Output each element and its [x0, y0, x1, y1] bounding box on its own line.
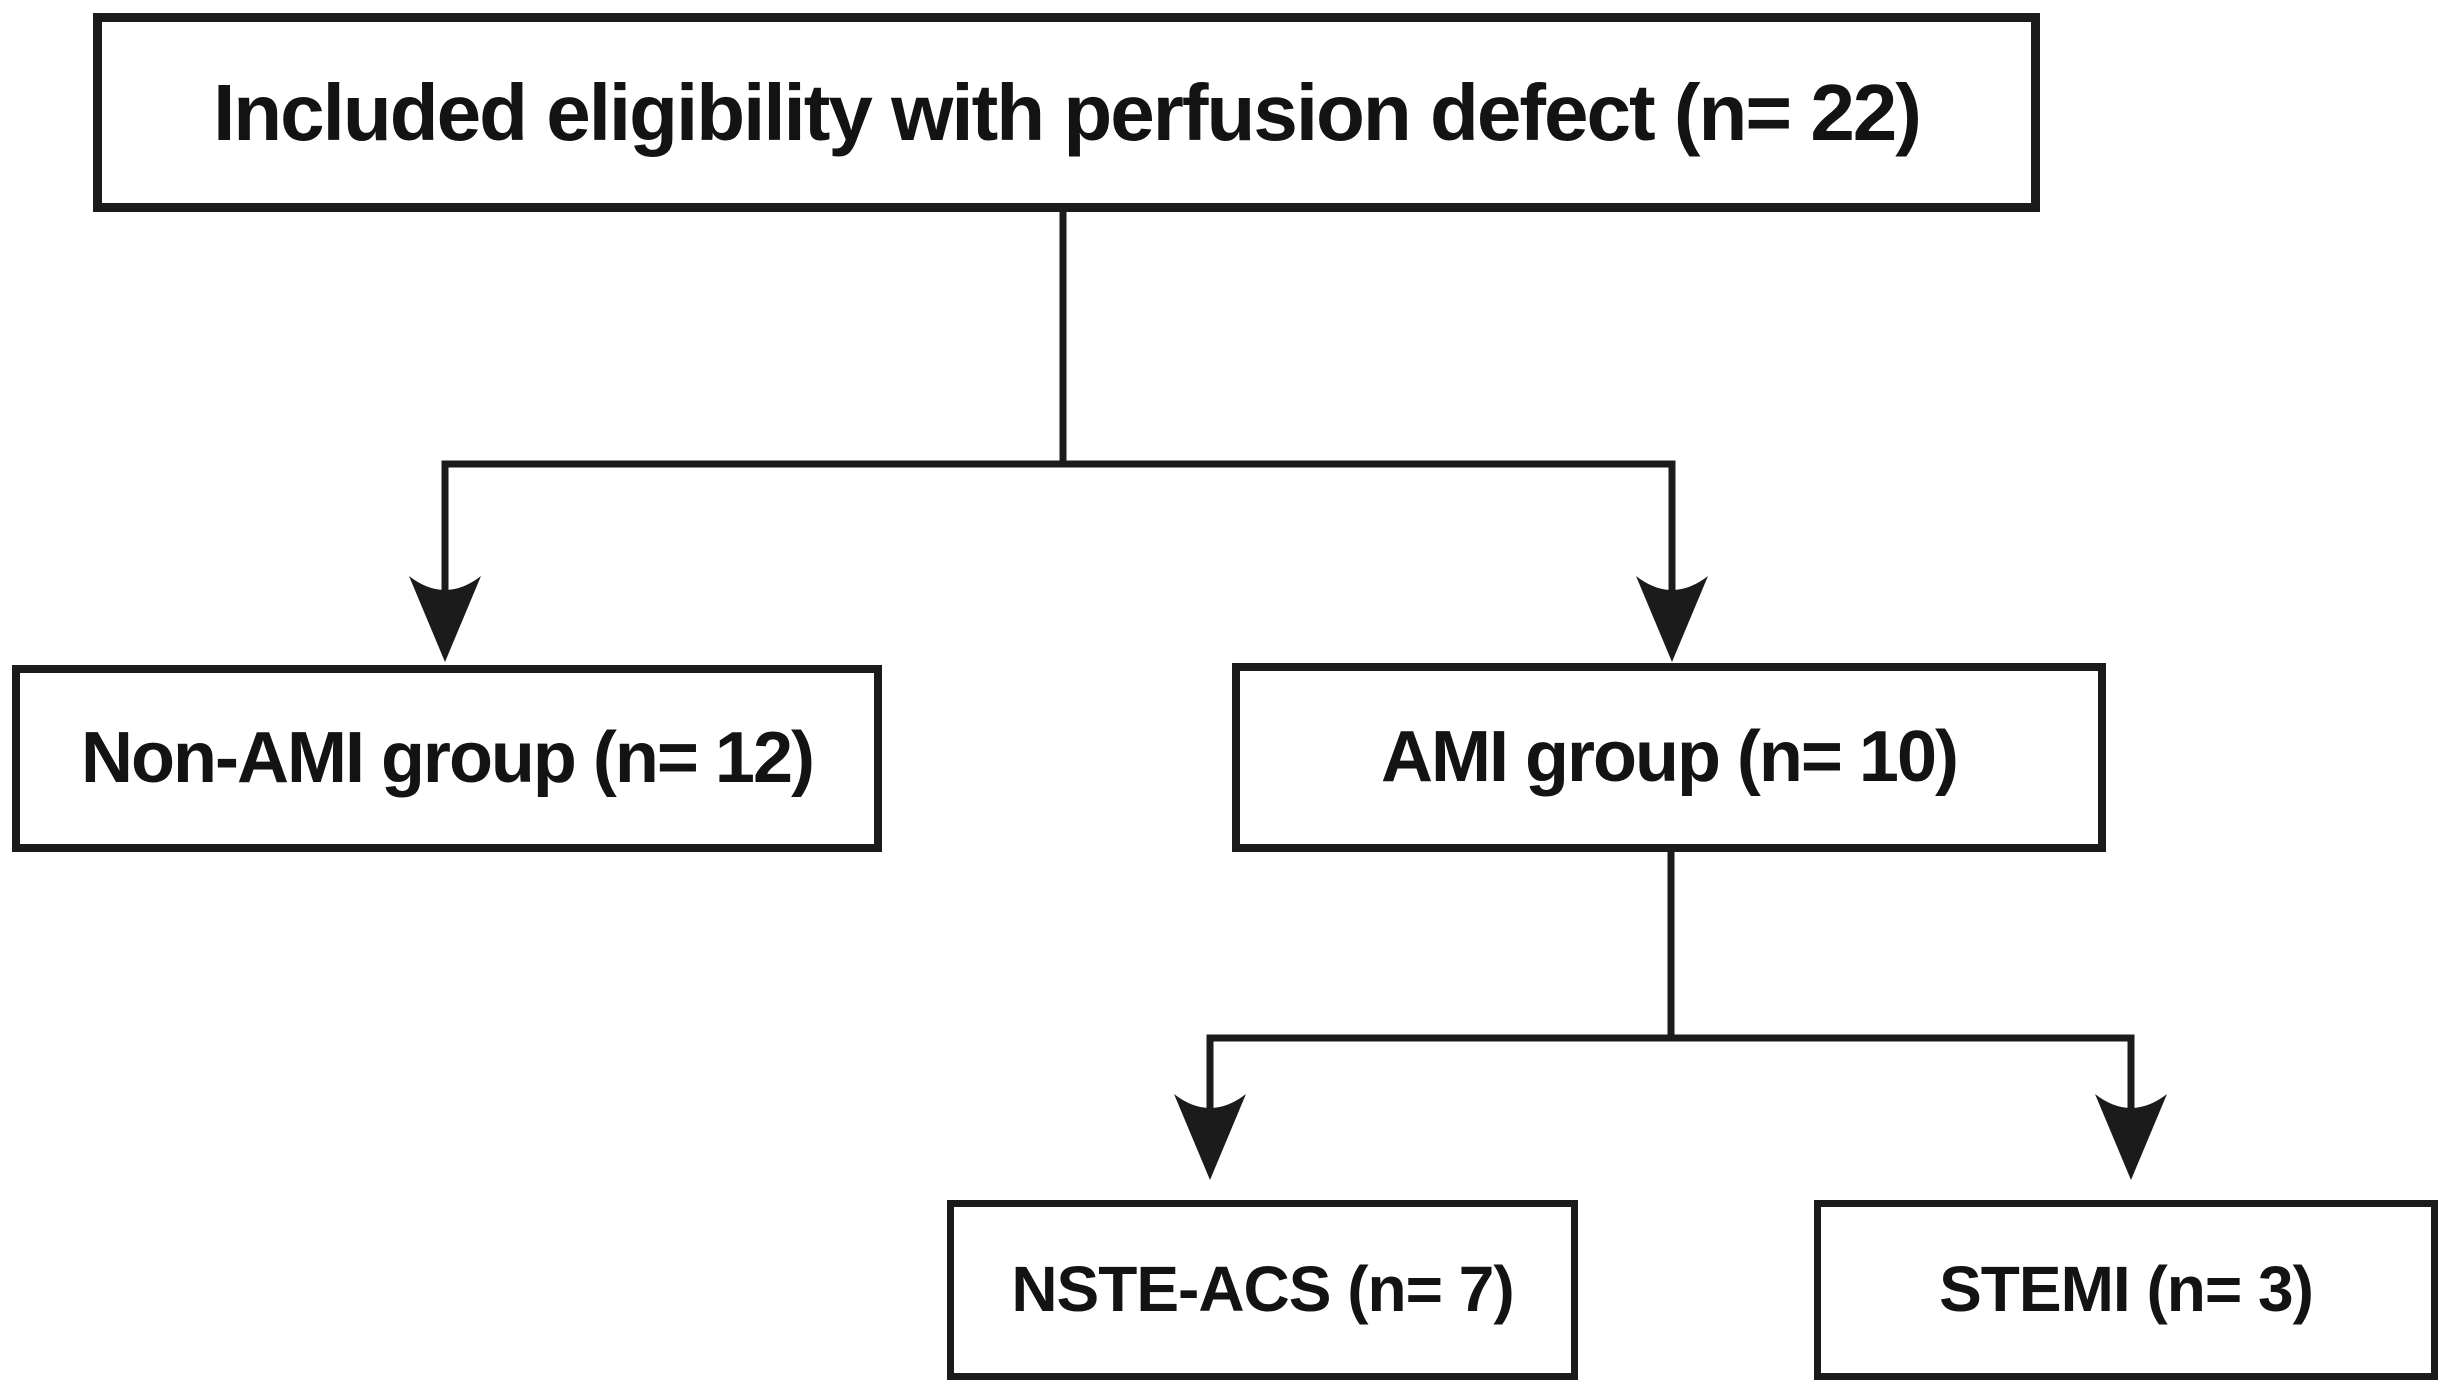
node-stemi-label: STEMI (n= 3) [1939, 1253, 2314, 1326]
arrowhead-to-stemi-icon [2095, 1094, 2167, 1180]
node-ami-group: AMI group (n= 10) [1232, 663, 2106, 852]
node-included-eligibility-label: Included eligibility with perfusion defe… [213, 67, 1922, 157]
node-non-ami-group-label: Non-AMI group (n= 12) [81, 717, 815, 798]
connector-root-branch [441, 460, 1676, 606]
node-ami-group-label: AMI group (n= 10) [1381, 716, 1959, 797]
node-non-ami-group: Non-AMI group (n= 12) [12, 665, 882, 852]
arrowhead-to-ami-icon [1636, 576, 1708, 662]
node-nste-acs-label: NSTE-ACS (n= 7) [1011, 1253, 1514, 1326]
node-stemi: STEMI (n= 3) [1814, 1200, 2438, 1380]
arrowhead-to-non-ami-icon [409, 576, 481, 662]
connector-ami-branch [1206, 1034, 2135, 1124]
node-nste-acs: NSTE-ACS (n= 7) [947, 1200, 1578, 1380]
arrowhead-to-nste-acs-icon [1174, 1094, 1246, 1180]
node-included-eligibility: Included eligibility with perfusion defe… [93, 13, 2040, 212]
